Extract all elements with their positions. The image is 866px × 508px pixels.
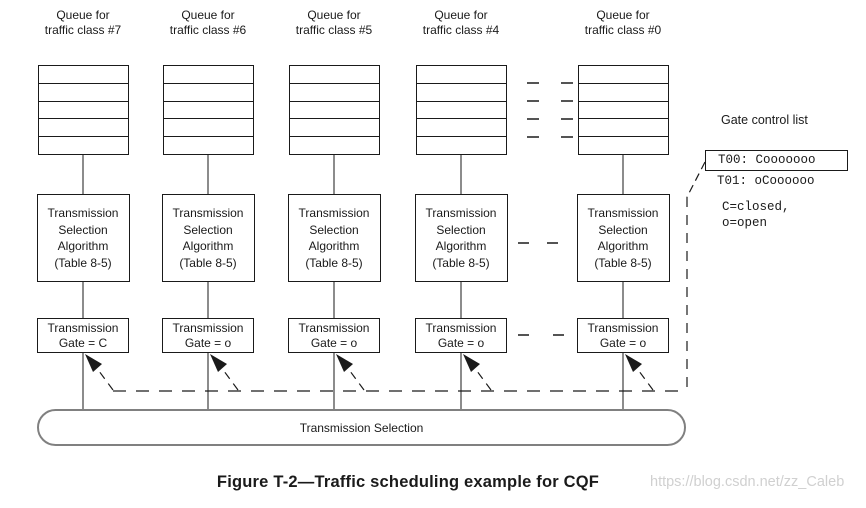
figure-caption: Figure T-2—Traffic scheduling example fo… xyxy=(216,473,600,491)
queue-slot xyxy=(163,119,253,138)
gate-control-entry-t00: T00: Cooooooo xyxy=(705,150,848,171)
transmission-gate-box: Transmission Gate = o xyxy=(288,318,380,353)
queue-stack xyxy=(37,65,129,155)
queue-slot xyxy=(163,84,253,102)
gate-arrowheads xyxy=(85,354,642,372)
queue-label: Queue for traffic class #5 xyxy=(295,8,373,37)
queue-slot xyxy=(578,84,668,102)
queue-slot xyxy=(289,84,379,102)
queue-slot xyxy=(289,119,379,138)
arrowhead-icon xyxy=(336,354,353,372)
queue-slot xyxy=(164,137,253,154)
queue-slot xyxy=(416,119,506,138)
queue-slot xyxy=(416,84,506,102)
gate-control-dashed-path xyxy=(95,161,706,392)
queue-slot xyxy=(163,102,253,120)
transmission-selection-algorithm-box: Transmission Selection Algorithm (Table … xyxy=(576,194,670,282)
queue-slot xyxy=(416,102,506,120)
gate-control-legend: C=closed, o=open xyxy=(722,200,790,230)
transmission-selection-algorithm-box: Transmission Selection Algorithm (Table … xyxy=(36,194,130,282)
queue-stack xyxy=(288,65,380,155)
queue-label: Queue for traffic class #7 xyxy=(44,8,122,37)
queue-slot xyxy=(289,102,379,120)
queue-label: Queue for traffic class #0 xyxy=(584,8,662,37)
queue-slot xyxy=(38,84,128,102)
queue-slot xyxy=(417,137,506,154)
queue-slot xyxy=(578,66,668,84)
transmission-selection-bar: Transmission Selection xyxy=(37,409,686,446)
queue-slot xyxy=(163,66,253,84)
transmission-gate-box: Transmission Gate = o xyxy=(415,318,507,353)
transmission-selection-algorithm-box: Transmission Selection Algorithm (Table … xyxy=(414,194,508,282)
queue-slot xyxy=(38,119,128,138)
column-connectors xyxy=(82,155,624,409)
arrowhead-icon xyxy=(625,354,642,372)
transmission-gate-box: Transmission Gate = C xyxy=(37,318,129,353)
queue-stack xyxy=(577,65,669,155)
transmission-gate-box: Transmission Gate = o xyxy=(162,318,254,353)
arrowhead-icon xyxy=(85,354,102,372)
queue-stack xyxy=(162,65,254,155)
queue-slot xyxy=(290,137,379,154)
ellipsis-dashes xyxy=(518,82,573,336)
queue-slot xyxy=(289,66,379,84)
queue-stack xyxy=(415,65,507,155)
arrowhead-icon xyxy=(463,354,480,372)
queue-slot xyxy=(38,102,128,120)
queue-slot xyxy=(416,66,506,84)
transmission-selection-algorithm-box: Transmission Selection Algorithm (Table … xyxy=(161,194,255,282)
transmission-selection-algorithm-box: Transmission Selection Algorithm (Table … xyxy=(287,194,381,282)
watermark-text: https://blog.csdn.net/zz_Caleb xyxy=(650,474,845,490)
transmission-gate-box: Transmission Gate = o xyxy=(577,318,669,353)
gate-control-entry-t01: T01: oCoooooo xyxy=(717,174,815,188)
transmission-selection-label: Transmission Selection xyxy=(299,420,424,435)
queue-slot xyxy=(579,137,668,154)
queue-slot xyxy=(578,102,668,120)
queue-slot xyxy=(578,119,668,138)
queue-slot xyxy=(38,66,128,84)
queue-slot xyxy=(39,137,128,154)
gate-control-list-title: Gate control list xyxy=(721,113,808,127)
arrowhead-icon xyxy=(210,354,227,372)
queue-label: Queue for traffic class #6 xyxy=(169,8,247,37)
queue-label: Queue for traffic class #4 xyxy=(422,8,500,37)
